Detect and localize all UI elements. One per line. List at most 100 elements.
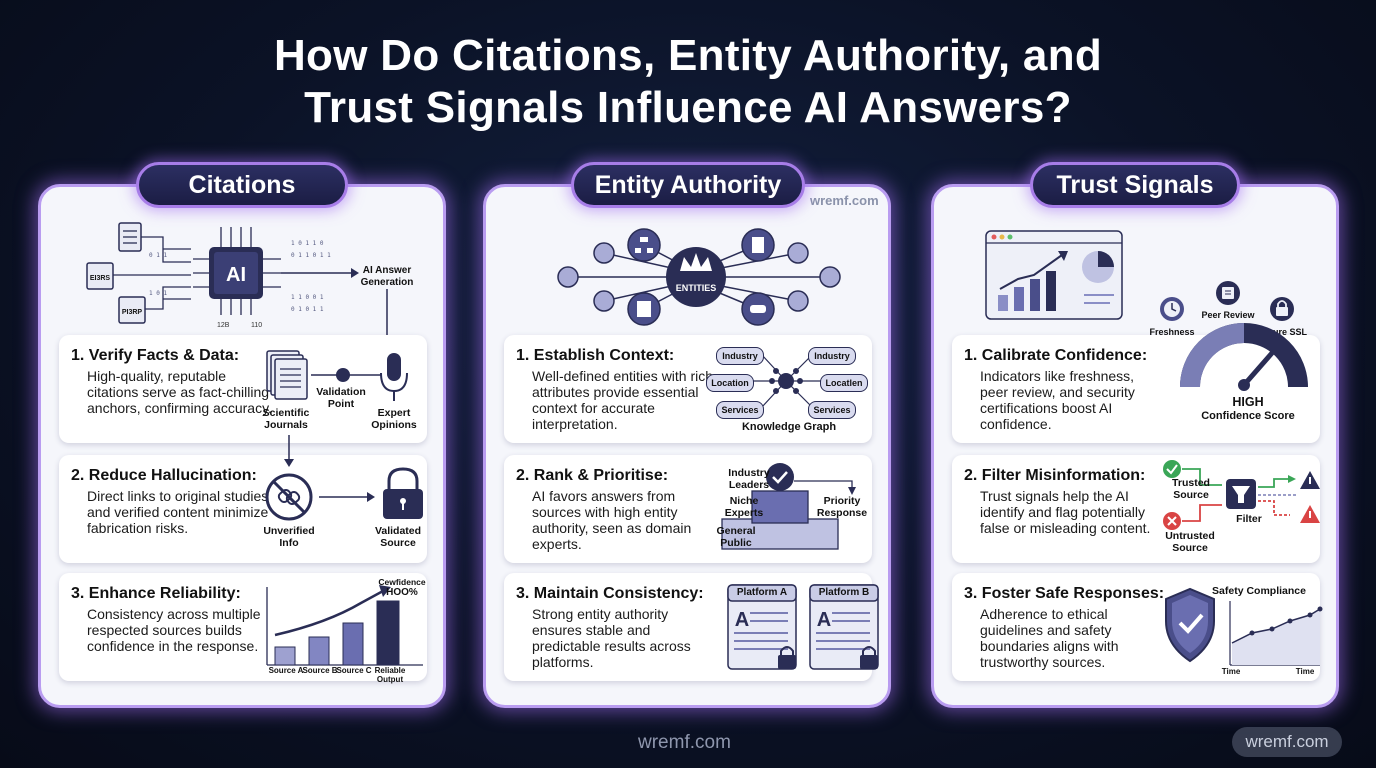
label-source-b: Source B [302, 666, 338, 675]
card-text: Consistency across multiple respected so… [87, 606, 261, 654]
document-icon [86, 222, 146, 324]
citations-heading: Citations [136, 162, 348, 208]
platform-a-letter: A [734, 609, 750, 631]
card-title: 2. Reduce Hallucination: [71, 467, 257, 484]
binary-2: 110 [251, 322, 262, 329]
label-ssl: Secure SSL [1257, 327, 1308, 337]
svg-text:1 1 0 0 1: 1 1 0 0 1 [291, 294, 324, 301]
trust-card-3: 3. Foster Safe Responses: Adherence to e… [952, 573, 1323, 681]
binary-1: 12B [217, 322, 230, 329]
platform-a-window [727, 584, 797, 670]
filter-diagram [1163, 460, 1320, 530]
label-knowledge-graph: Knowledge Graph [741, 421, 837, 433]
node-location-2: Locatlen [820, 374, 868, 392]
citations-card-2: 2. Reduce Hallucination: Direct links to… [59, 435, 427, 563]
card-text: Well-defined entities with rich attribut… [532, 368, 714, 432]
label-source-a: Source A [268, 666, 304, 675]
card-title: 1. Verify Facts & Data: [71, 347, 240, 364]
chip-label: AI [226, 264, 246, 286]
label-confidence-score: Confidence Score [1201, 410, 1295, 422]
clock-icon [1160, 297, 1184, 321]
lock-icon [778, 646, 878, 669]
card-text: High-quality, reputable citations serve … [87, 368, 272, 416]
node-services-1: Services [716, 401, 764, 419]
title-line-2: Trust Signals Influence AI Answers? [304, 83, 1072, 132]
dashboard-window [985, 230, 1123, 320]
node-services-2: Services [808, 401, 856, 419]
card-text: Adherence to ethical guidelines and safe… [980, 606, 1119, 670]
broken-link-icon [265, 473, 313, 521]
entity-card-3: 3. Maintain Consistency: Strong entity a… [504, 573, 879, 681]
doc-label-2: EI3RS [90, 275, 111, 282]
label-high: HIGH [1232, 395, 1264, 409]
platform-b-window [809, 584, 879, 670]
card-text: Trust signals help the AI identify and f… [980, 488, 1151, 536]
svg-text:0 1 0 1 1: 0 1 0 1 1 [291, 306, 324, 313]
trust-heading: Trust Signals [1030, 162, 1240, 208]
card-title: 1. Calibrate Confidence: [964, 347, 1148, 364]
knowledge-graph-diagram [748, 354, 822, 408]
card-title: 3. Maintain Consistency: [516, 585, 704, 602]
validation-point-icon [336, 368, 350, 382]
org-chart-icon [627, 228, 661, 262]
citations-card-3: 3. Enhance Reliability: Consistency acro… [59, 573, 427, 684]
authority-pyramid-diagram [721, 463, 856, 550]
ssl-lock-icon [1270, 297, 1294, 321]
citations-diagram: EI3RS PI3RP AI 1 0 1 1 00 1 1 0 1 11 1 0… [86, 222, 413, 347]
card-text: Strong entity authority ensures stable a… [532, 606, 691, 670]
trust-card-2: 2. Filter Misinformation: Trust signals … [952, 455, 1320, 563]
microphone-icon [380, 353, 408, 401]
trust-panel: Freshness Peer Review Secure SSL 1. Cali… [931, 184, 1339, 708]
confidence-gauge [1180, 323, 1308, 391]
node-industry-2: Industry [808, 347, 856, 365]
inner-watermark: wremf.com [810, 193, 879, 208]
card-text: Direct links to original studies and ver… [87, 488, 269, 536]
citations-card-1: 1. Verify Facts & Data: High-quality, re… [59, 335, 427, 443]
card-text: AI favors answers from sources with high… [532, 488, 692, 552]
doc-label-3: PI3RP [122, 309, 143, 316]
journals-validation-diagram [266, 350, 408, 401]
label-time-2: Time [1295, 667, 1315, 676]
card-title: 2. Rank & Prioritise: [516, 467, 669, 484]
graph-center-icon [778, 373, 794, 389]
reliability-bar-chart [266, 585, 423, 666]
page-title: How Do Citations, Entity Authority, and … [0, 30, 1376, 134]
entity-card-1: 1. Establish Context: Well-defined entit… [504, 335, 872, 443]
svg-text:1 0 1 1 0: 1 0 1 1 0 [291, 240, 324, 247]
checkmark-icon [766, 463, 794, 491]
trust-dashboard-diagram: Freshness Peer Review Secure SSL [985, 230, 1308, 337]
hallucination-diagram [265, 435, 423, 521]
card-title: 1. Establish Context: [516, 347, 675, 364]
card-title: 2. Filter Misinformation: [964, 467, 1146, 484]
entity-heading: Entity Authority [571, 162, 805, 208]
label-platform-b: Platform B [818, 587, 870, 598]
bottom-watermark: wremf.com [638, 732, 731, 753]
title-line-1: How Do Citations, Entity Authority, and [273, 31, 1103, 80]
card-title: 3. Foster Safe Responses: [964, 585, 1165, 602]
svg-text:0 1 1: 0 1 1 [149, 252, 167, 259]
platform-b-letter: A [816, 609, 832, 631]
gauge-needle [1241, 350, 1275, 388]
trust-card-1: 1. Calibrate Confidence: Indicators like… [952, 323, 1320, 443]
ai-chip-icon: AI [193, 227, 281, 315]
check-circle-icon [1163, 460, 1181, 478]
svg-text:1 0 1: 1 0 1 [149, 290, 167, 297]
entity-network-diagram: ENTITIES [557, 228, 841, 326]
label-freshness: Freshness [1149, 327, 1194, 337]
entity-card-2: 2. Rank & Prioritise: AI favors answers … [504, 455, 872, 563]
card-title: 3. Enhance Reliability: [71, 585, 241, 602]
label-time-1: Time [1221, 667, 1241, 676]
node-industry-1: Industry [716, 347, 764, 365]
